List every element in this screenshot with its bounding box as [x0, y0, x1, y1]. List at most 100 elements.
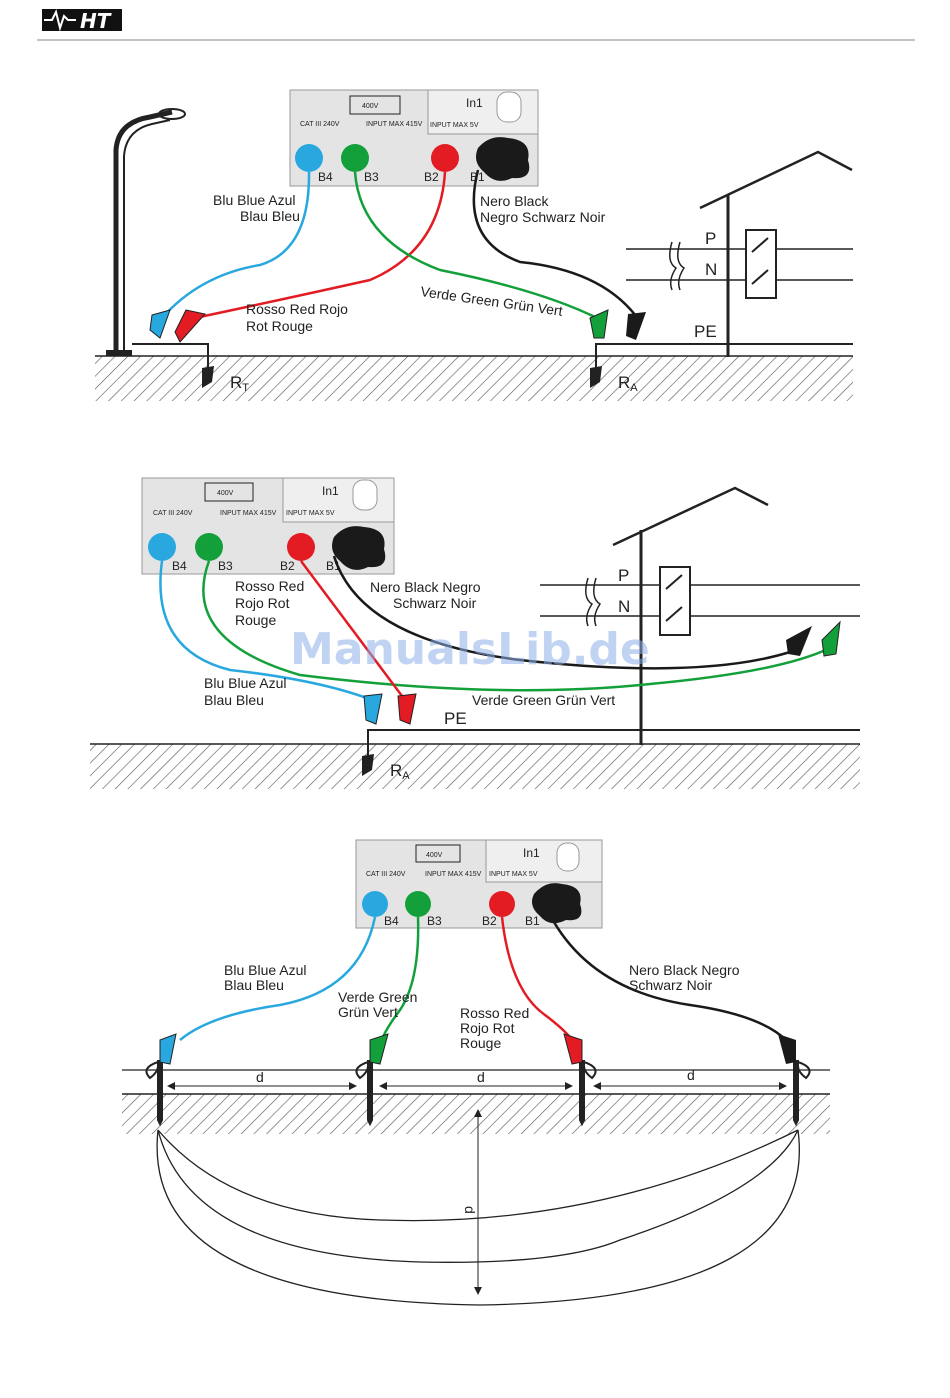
blue-label-1: Blu Blue Azul — [224, 962, 307, 978]
ground-hatch — [122, 1094, 830, 1134]
black-label-2: Negro Schwarz Noir — [480, 209, 606, 225]
black-label-2: Schwarz Noir — [393, 595, 477, 611]
diagram-2: P N PE RA 400V CAT III 240V INPUT MAX 41… — [90, 477, 860, 789]
label-pe: PE — [444, 709, 467, 728]
label-pe: PE — [694, 322, 717, 341]
terminal-b1 — [476, 137, 530, 181]
b1-label: B1 — [525, 914, 540, 928]
cable-blue — [179, 916, 377, 1041]
warning-label: 400V — [362, 103, 379, 110]
b2-label: B2 — [424, 170, 439, 184]
clip-red-icon — [174, 309, 206, 343]
label-depth: d — [462, 1206, 478, 1214]
red-label-1: Rosso Red — [235, 578, 304, 594]
terminal-b4 — [295, 144, 323, 172]
ground-hatch — [90, 744, 860, 789]
label-ra: RA — [390, 761, 410, 782]
stake-1 — [145, 1033, 177, 1127]
cable-red — [194, 171, 447, 320]
blue-label-1: Blu Blue Azul — [213, 192, 296, 208]
cable-black — [548, 914, 787, 1041]
street-lamp-icon — [106, 108, 186, 356]
house-icon — [540, 486, 860, 745]
in1-label: In1 — [466, 96, 483, 110]
label-neutral: N — [618, 597, 630, 616]
label-ra: RA — [618, 373, 638, 394]
cable-black — [332, 555, 791, 670]
green-label-1: Verde Green Grün Vert — [420, 283, 564, 319]
instrument-panel: 400V CAT III 240V INPUT MAX 415V In1 INP… — [289, 89, 539, 187]
warning-label: 400V — [217, 490, 234, 497]
clip-black-icon — [778, 1034, 796, 1064]
blue-label-1: Blu Blue Azul — [204, 675, 287, 691]
cable-green — [380, 916, 420, 1041]
earth-electrode-rt — [132, 343, 209, 368]
terminal-b1 — [332, 526, 386, 570]
b3-label: B3 — [218, 559, 233, 573]
cable-blue — [161, 171, 311, 319]
clip-black-icon — [626, 312, 646, 340]
clip-blue-icon — [363, 693, 383, 725]
cable-green — [202, 560, 831, 692]
b4-label: B4 — [318, 170, 333, 184]
clip-blue-icon — [149, 309, 171, 339]
black-label-1: Nero Black Negro — [629, 962, 740, 978]
stake-2 — [355, 1033, 389, 1127]
warning-label: 400V — [426, 852, 443, 859]
input-max-label: INPUT MAX 415V — [425, 871, 482, 878]
red-label-3: Rouge — [235, 612, 276, 628]
clip-black-icon — [786, 626, 812, 656]
house-icon — [626, 150, 853, 357]
b2-label: B2 — [482, 914, 497, 928]
earth-electrode-ra — [367, 729, 860, 756]
black-label-2: Schwarz Noir — [629, 977, 713, 993]
in1-label: In1 — [523, 846, 540, 860]
logo-badge — [42, 9, 122, 31]
blue-label-2: Blau Bleu — [224, 977, 284, 993]
in1-max-label: INPUT MAX 5V — [489, 871, 538, 878]
red-label-3: Rouge — [460, 1035, 501, 1051]
current-path-middle — [157, 1129, 799, 1263]
blue-label-2: Blau Bleu — [204, 692, 264, 708]
terminal-b4 — [362, 891, 388, 917]
header: HT — [37, 9, 915, 41]
label-d2: d — [477, 1069, 485, 1085]
blue-label-2: Blau Bleu — [240, 208, 300, 224]
terminal-b3 — [405, 891, 431, 917]
red-label-2: Rojo Rot — [235, 595, 290, 611]
green-label-2: Grün Vert — [338, 1004, 398, 1020]
diagram-3: 400V CAT III 240V INPUT MAX 415V In1 INP… — [122, 839, 830, 1306]
cat-label: CAT III 240V — [153, 510, 193, 517]
terminal-b2 — [431, 144, 459, 172]
input-max-label: INPUT MAX 415V — [220, 510, 277, 517]
earth-electrode-ra — [595, 343, 853, 356]
logo-text: HT — [80, 9, 112, 33]
terminal-b1 — [532, 883, 582, 924]
b4-label: B4 — [384, 914, 399, 928]
instrument-panel: 400V CAT III 240V INPUT MAX 415V In1 INP… — [355, 839, 603, 929]
in1-max-label: INPUT MAX 5V — [430, 122, 479, 129]
instrument-panel: 400V CAT III 240V INPUT MAX 415V In1 INP… — [141, 477, 395, 575]
black-label-1: Nero Black — [480, 193, 549, 209]
clip-blue-icon — [159, 1033, 177, 1065]
clip-green-icon — [369, 1033, 389, 1065]
label-phase: P — [618, 566, 629, 585]
label-phase: P — [705, 229, 716, 248]
current-path-inner — [157, 1129, 799, 1222]
terminal-b2 — [489, 891, 515, 917]
ground-hatch — [95, 356, 853, 401]
cat-label: CAT III 240V — [366, 871, 406, 878]
logo-heartbeat-icon — [44, 9, 76, 32]
in1-label: In1 — [322, 484, 339, 498]
label-rt: RT — [230, 373, 249, 394]
current-path-outer — [156, 1129, 800, 1306]
label-d1: d — [256, 1069, 264, 1085]
label-neutral: N — [705, 260, 717, 279]
b2-label: B2 — [280, 559, 295, 573]
clip-green-icon — [589, 309, 609, 339]
input-max-label: INPUT MAX 415V — [366, 121, 423, 128]
green-label-1: Verde Green — [338, 989, 417, 1005]
cat-label: CAT III 240V — [300, 121, 340, 128]
cable-green — [353, 171, 598, 320]
